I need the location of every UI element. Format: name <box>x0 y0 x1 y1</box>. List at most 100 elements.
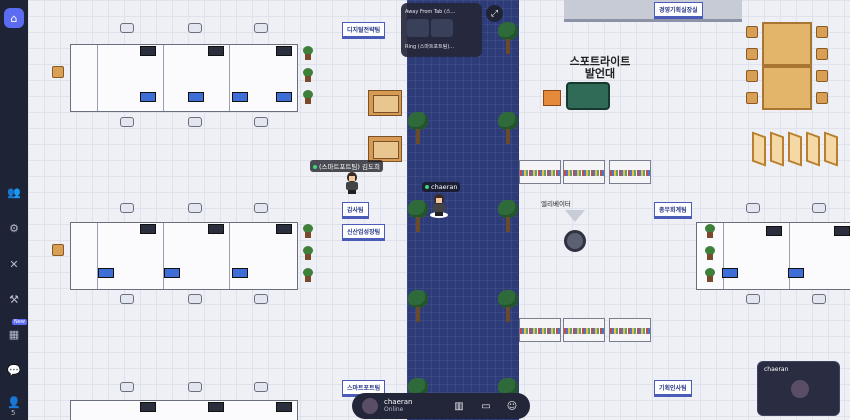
monitor <box>722 268 738 278</box>
desk-cluster-top-left <box>70 44 298 112</box>
chair <box>188 382 202 392</box>
chair <box>120 203 134 213</box>
self-name-tag: chaeran <box>422 182 461 192</box>
hammer-icon[interactable]: ⚒ <box>9 292 19 306</box>
emoji-icon[interactable]: ☺ <box>506 400 518 412</box>
monitor <box>140 92 156 102</box>
screen-share-icon[interactable]: ▭ <box>481 400 491 412</box>
participant-count: 5 <box>11 409 16 417</box>
chair <box>188 23 202 33</box>
bookshelf <box>563 318 605 342</box>
monitor <box>140 46 156 56</box>
plant <box>704 246 716 260</box>
bookshelf <box>609 318 651 342</box>
folding-screen <box>770 131 784 167</box>
video-tile[interactable] <box>407 19 429 37</box>
sign-planning-hr[interactable]: 기획인사팀 <box>654 380 692 397</box>
sign-management-planning[interactable]: 경영기획실장실 <box>654 2 703 19</box>
bookshelf <box>563 160 605 184</box>
monitor <box>208 224 224 234</box>
down-arrow-icon <box>565 210 585 222</box>
monitor <box>232 268 248 278</box>
monitor <box>188 92 204 102</box>
conference-table <box>762 66 812 110</box>
tree <box>498 22 518 54</box>
video-panel[interactable]: Away From Tab (스... Ring (스마트포트팀)... <box>401 3 482 57</box>
sign-audit[interactable]: 감사팀 <box>342 202 369 219</box>
desk-cluster-mid-left <box>70 222 298 290</box>
chair <box>188 294 202 304</box>
chat-icon[interactable]: 💬 <box>7 363 21 377</box>
folding-screen <box>806 131 820 167</box>
self-avatar[interactable] <box>431 194 447 216</box>
away-status-text: Away From Tab (스... <box>405 9 456 15</box>
chair <box>188 117 202 127</box>
elevator-label: 엘리베이터 <box>541 200 571 208</box>
map-icon[interactable]: ▥ <box>454 400 464 412</box>
gear-icon[interactable]: ⚙ <box>9 221 19 235</box>
armchair <box>52 244 64 256</box>
plant <box>302 68 314 82</box>
chair <box>812 203 826 213</box>
chair <box>746 294 760 304</box>
conference-table <box>762 22 812 66</box>
self-view-name: chaeran <box>764 366 789 373</box>
chair <box>746 203 760 213</box>
monitor <box>276 92 292 102</box>
tree <box>498 290 518 322</box>
chair <box>746 70 758 82</box>
monitor <box>766 226 782 236</box>
folding-screen <box>752 131 766 167</box>
monitor <box>276 402 292 412</box>
monitor <box>232 92 248 102</box>
mute-icon[interactable]: ✕ <box>9 257 19 271</box>
monitor <box>164 268 180 278</box>
new-badge: New <box>12 319 27 325</box>
monitor <box>834 226 850 236</box>
folding-screen <box>788 131 802 167</box>
plant <box>302 246 314 260</box>
monitor <box>140 402 156 412</box>
calendar-icon[interactable]: ▦ <box>8 327 20 341</box>
user-status[interactable]: Online <box>384 406 404 413</box>
cabinet <box>368 136 402 162</box>
player-name-tag: (스마트포트팀) 김도희 <box>310 160 383 172</box>
chair <box>746 26 758 38</box>
bookshelf <box>609 160 651 184</box>
video-tile[interactable] <box>431 19 453 37</box>
people-icon[interactable]: 👥 <box>7 185 21 199</box>
chair <box>254 203 268 213</box>
monitor <box>140 224 156 234</box>
plant <box>302 90 314 104</box>
sign-general-affairs[interactable]: 총무회계팀 <box>654 202 692 219</box>
chair <box>254 117 268 127</box>
participants-icon[interactable]: 👤 <box>7 395 21 409</box>
self-video-view[interactable]: chaeran <box>757 361 840 416</box>
elevator-portal[interactable] <box>564 230 586 252</box>
tree <box>498 112 518 144</box>
sign-digital-strategy[interactable]: 디지털전략팀 <box>342 22 386 39</box>
ring-status-text: Ring (스마트포트팀)... <box>405 44 455 50</box>
game-map[interactable]: 디지털전략팀 경영기획실장실 감사팀 신산업성장팀 총무회계팀 스마트포트팀 기… <box>28 0 850 420</box>
chair <box>120 294 134 304</box>
plant <box>302 224 314 238</box>
monitor <box>208 402 224 412</box>
avatar[interactable] <box>362 398 378 414</box>
player-avatar[interactable] <box>344 172 360 194</box>
plant <box>704 268 716 282</box>
monitor <box>276 46 292 56</box>
user-name: chaeran <box>384 398 413 406</box>
chair <box>812 294 826 304</box>
bookshelf <box>519 318 561 342</box>
armchair <box>52 66 64 78</box>
megaphone-icon <box>543 90 561 106</box>
chair <box>746 48 758 60</box>
sign-new-industry[interactable]: 신산업성장팀 <box>342 224 386 241</box>
chair <box>816 48 828 60</box>
expand-icon[interactable]: ⤢ <box>486 5 503 22</box>
chair <box>254 23 268 33</box>
home-icon[interactable]: ⌂ <box>4 8 24 28</box>
chair <box>120 382 134 392</box>
avatar <box>791 380 809 398</box>
monitor <box>208 46 224 56</box>
